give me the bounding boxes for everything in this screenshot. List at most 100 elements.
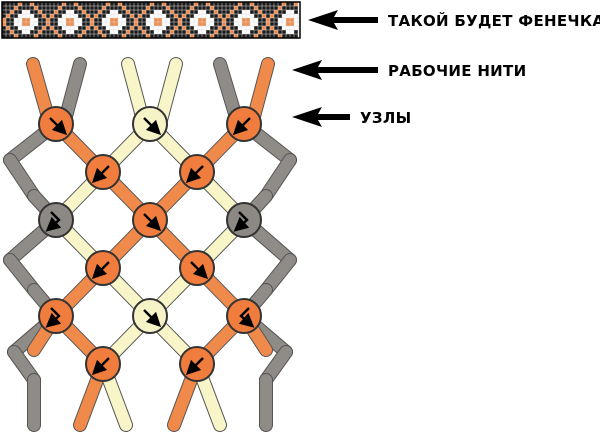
bracelet-cell [154, 22, 158, 26]
bracelet-cell [22, 6, 26, 10]
bracelet-cell [90, 14, 94, 18]
bracelet-cell [6, 26, 10, 30]
bracelet-cell [186, 30, 190, 34]
bracelet-cell [14, 2, 18, 6]
bracelet-cell [70, 6, 74, 10]
bracelet-cell [186, 26, 190, 30]
bracelet-cell [226, 2, 230, 6]
bracelet-cell [30, 22, 34, 26]
bracelet-cell [262, 18, 266, 22]
bracelet-cell [82, 18, 86, 22]
bracelet-cell [114, 18, 118, 22]
bracelet-cell [254, 18, 258, 22]
bracelet-cell [122, 30, 126, 34]
bracelet-cell [254, 26, 258, 30]
bracelet-cell [110, 18, 114, 22]
bracelet-cell [58, 26, 62, 30]
bracelet-cell [70, 10, 74, 14]
bracelet-cell [210, 10, 214, 14]
bracelet-cell [214, 10, 218, 14]
bracelet-preview [1, 1, 301, 39]
bracelet-cell [118, 6, 122, 10]
bracelet-cell [118, 30, 122, 34]
bracelet-cell [22, 2, 26, 6]
bracelet-cell [38, 22, 42, 26]
bracelet-cell [74, 30, 78, 34]
bracelet-cell [190, 34, 194, 38]
bracelet-cell [162, 14, 166, 18]
bracelet-cell [50, 10, 54, 14]
bracelet-cell [98, 18, 102, 22]
bracelet-cell [206, 30, 210, 34]
bracelet-cell [54, 18, 58, 22]
bracelet-cell [2, 26, 6, 30]
bracelet-cell [234, 30, 238, 34]
bracelet-cell [126, 30, 130, 34]
bracelet-cell [22, 14, 26, 18]
bracelet-cell [146, 26, 150, 30]
bracelet-cell [78, 26, 82, 30]
bracelet-cell [38, 26, 42, 30]
bracelet-cell [50, 22, 54, 26]
bracelet-cell [14, 30, 18, 34]
bracelet-cell [218, 14, 222, 18]
bracelet-cell [114, 22, 118, 26]
bracelet-cell [226, 34, 230, 38]
bracelet-cell [174, 6, 178, 10]
bracelet-cell [210, 30, 214, 34]
bracelet-cell [42, 14, 46, 18]
bracelet-cell [178, 26, 182, 30]
bracelet-cell [246, 22, 250, 26]
bracelet-cell [62, 10, 66, 14]
bracelet-cell [94, 2, 98, 6]
bracelet-cell [194, 22, 198, 26]
bracelet-cell [282, 10, 286, 14]
bracelet-cell [158, 2, 162, 6]
bracelet-cell [130, 26, 134, 30]
bracelet-cell [238, 34, 242, 38]
bracelet-cell [50, 6, 54, 10]
bracelet-cell [122, 22, 126, 26]
bracelet-cell [158, 14, 162, 18]
bracelet-cell [14, 18, 18, 22]
bracelet-cell [74, 6, 78, 10]
knot-grid [38, 106, 262, 382]
bracelet-cell [142, 14, 146, 18]
bracelet-cell [154, 30, 158, 34]
bracelet-cell [62, 22, 66, 26]
bracelet-cell [278, 6, 282, 10]
bracelet-cell [138, 6, 142, 10]
bracelet-cell [202, 2, 206, 6]
bracelet-cell [254, 30, 258, 34]
bracelet-cell [114, 26, 118, 30]
bracelet-cell [126, 26, 130, 30]
bracelet-cell [174, 2, 178, 6]
bracelet-cell [110, 26, 114, 30]
bracelet-cell [294, 18, 298, 22]
bracelet-cell [126, 2, 130, 6]
bracelet-cell [238, 30, 242, 34]
bracelet-cell [202, 14, 206, 18]
bracelet-cell [26, 26, 30, 30]
bracelet-cell [198, 2, 202, 6]
bracelet-cell [14, 26, 18, 30]
bracelet-cell [34, 10, 38, 14]
knot [132, 106, 168, 142]
bracelet-cell [30, 26, 34, 30]
bracelet-cell [54, 14, 58, 18]
bracelet-cell [186, 34, 190, 38]
bracelet-cell [246, 26, 250, 30]
bracelet-cell [2, 14, 6, 18]
bracelet-cell [46, 2, 50, 6]
bracelet-cell [166, 26, 170, 30]
bracelet-cell [34, 34, 38, 38]
bracelet-cell [282, 30, 286, 34]
bracelet-cell [62, 6, 66, 10]
bracelet-cell [94, 30, 98, 34]
bracelet-cell [54, 26, 58, 30]
bracelet-cell [238, 18, 242, 22]
bracelet-cell [178, 14, 182, 18]
bracelet-cell [146, 6, 150, 10]
bracelet-cell [230, 26, 234, 30]
bracelet-cell [106, 18, 110, 22]
